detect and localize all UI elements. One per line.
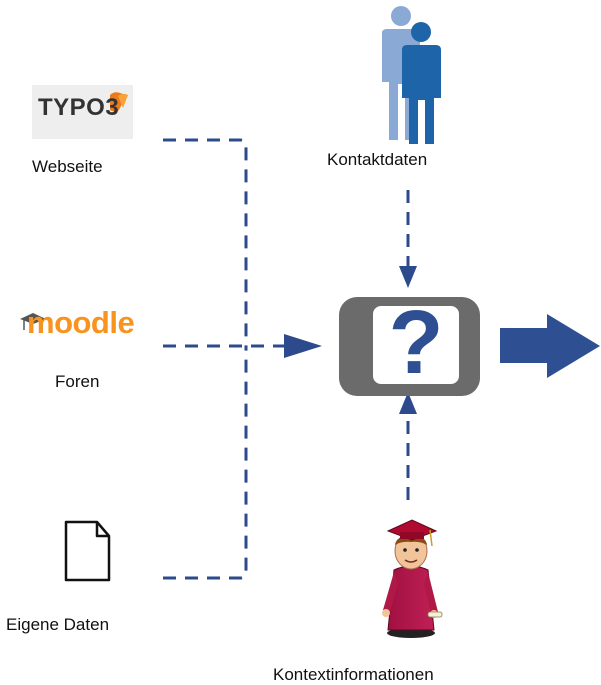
graduate-icon — [382, 519, 443, 638]
connector-webseite — [163, 138, 248, 346]
right-arrow-icon — [500, 314, 600, 378]
foren-label: Foren — [55, 372, 100, 391]
arrowhead-center-left — [284, 334, 322, 358]
arrowheads — [284, 266, 417, 414]
connector-eigene-daten — [163, 346, 248, 580]
moodle-cap-icon — [20, 313, 46, 330]
kontextinformationen-label: Kontextinformationen — [273, 665, 434, 684]
question-box-icon — [339, 297, 480, 396]
people-icon — [382, 6, 441, 144]
kontaktdaten-label: Kontaktdaten — [327, 150, 428, 169]
connectors — [163, 138, 410, 580]
eigene-daten-label: Eigene Daten — [6, 615, 110, 634]
moodle-logo-text: moodle — [27, 305, 135, 340]
webseite-label: Webseite — [32, 157, 103, 176]
arrowhead-center-bottom — [399, 392, 417, 414]
question-mark-glyph: ? — [388, 293, 444, 393]
typo3-logo-text: TYPO3 — [38, 94, 120, 121]
typo3-logo — [32, 85, 133, 139]
arrowhead-center-top — [399, 266, 417, 288]
document-icon — [64, 520, 111, 582]
